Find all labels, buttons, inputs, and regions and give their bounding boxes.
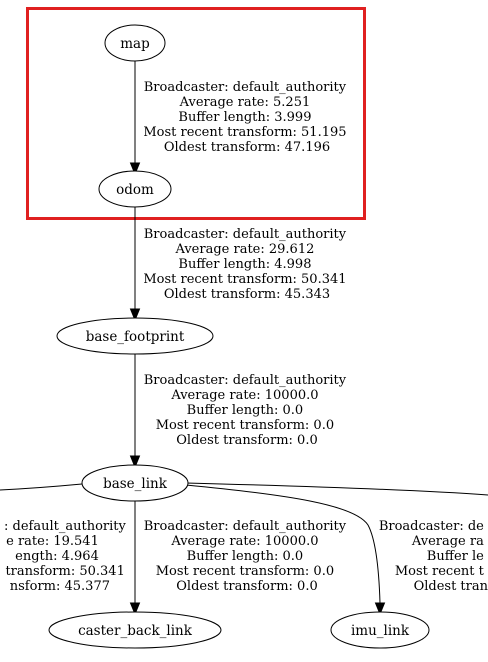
edge-base-link-imu-link bbox=[185, 484, 386, 616]
buffer-length-text: Buffer length: 3.999 bbox=[178, 110, 311, 125]
edge-map-odom bbox=[129, 61, 141, 176]
oldest-transform-text: Oldest transform: 0.0 bbox=[176, 579, 317, 594]
node-label: caster_back_link bbox=[78, 623, 193, 639]
oldest-transform-text: Oldest transform: 45.343 bbox=[164, 287, 330, 302]
edge-label-base-link-left: : default_authority e rate: 19.541 ength… bbox=[4, 519, 130, 594]
arrowhead bbox=[129, 455, 141, 469]
highlight-box bbox=[26, 7, 366, 220]
node-imu-link[interactable]: imu_link bbox=[330, 611, 430, 649]
node-label: map bbox=[120, 36, 150, 52]
edge-odom-base-footprint bbox=[129, 207, 141, 322]
edge-base-link-left bbox=[0, 483, 83, 491]
average-rate-text: Average rate: 10000.0 bbox=[170, 534, 318, 549]
node-label: odom bbox=[116, 182, 154, 198]
average-rate-text: Average rate: 5.251 bbox=[179, 95, 311, 110]
buffer-length-text: Buffer length: 0.0 bbox=[187, 549, 304, 564]
most-recent-transform-text: Most recent t bbox=[395, 564, 485, 579]
oldest-transform-text: Oldest tran bbox=[414, 579, 488, 594]
oldest-transform-text: Oldest transform: 47.196 bbox=[164, 140, 330, 155]
broadcaster-text: Broadcaster: default_authority bbox=[144, 519, 347, 534]
edge-label-base-footprint-base-link: Broadcaster: default_authority Average r… bbox=[144, 373, 350, 448]
average-rate-text: Average ra bbox=[411, 534, 484, 549]
average-rate-text: Average rate: 29.612 bbox=[174, 242, 314, 257]
node-label: base_link bbox=[103, 476, 168, 492]
edge-base-footprint-base-link bbox=[129, 353, 141, 469]
broadcaster-text: Broadcaster: default_authority bbox=[144, 227, 347, 242]
most-recent-transform-text: Most recent transform: 0.0 bbox=[156, 564, 334, 579]
arrowhead bbox=[374, 602, 386, 616]
arrowhead bbox=[129, 308, 141, 322]
broadcaster-text: Broadcaster: default_authority bbox=[144, 80, 347, 95]
buffer-length-text: Buffer length: 4.998 bbox=[178, 257, 311, 272]
buffer-length-text: ength: 4.964 bbox=[15, 549, 99, 564]
node-label: base_footprint bbox=[86, 329, 185, 345]
edge-label-odom-base-footprint: Broadcaster: default_authority Average r… bbox=[143, 227, 350, 302]
average-rate-text: e rate: 19.541 bbox=[6, 534, 99, 549]
node-base-link[interactable]: base_link bbox=[81, 464, 189, 502]
oldest-transform-text: nsform: 45.377 bbox=[10, 579, 110, 594]
most-recent-transform-text: Most recent transform: 0.0 bbox=[156, 418, 334, 433]
most-recent-transform-text: Most recent transform: 50.341 bbox=[143, 272, 346, 287]
buffer-length-text: Buffer le bbox=[427, 549, 484, 564]
edge-label-base-link-imu-link: Broadcaster: de Average ra Buffer le Mos… bbox=[379, 519, 488, 594]
broadcaster-text: : default_authority bbox=[4, 519, 126, 534]
node-odom[interactable]: odom bbox=[98, 170, 172, 208]
node-caster-back-link[interactable]: caster_back_link bbox=[48, 611, 222, 649]
edge-label-base-link-caster-back-link: Broadcaster: default_authority Average r… bbox=[144, 519, 350, 594]
oldest-transform-text: Oldest transform: 0.0 bbox=[176, 433, 317, 448]
most-recent-transform-text: transform: 50.341 bbox=[5, 564, 124, 579]
most-recent-transform-text: Most recent transform: 51.195 bbox=[143, 125, 346, 140]
broadcaster-text: Broadcaster: de bbox=[379, 519, 484, 534]
node-base-footprint[interactable]: base_footprint bbox=[56, 317, 214, 355]
node-label: imu_link bbox=[351, 623, 410, 639]
edge-base-link-caster-back-link bbox=[129, 501, 141, 616]
arrowhead bbox=[129, 602, 141, 616]
arrowhead bbox=[129, 162, 141, 176]
buffer-length-text: Buffer length: 0.0 bbox=[187, 403, 304, 418]
average-rate-text: Average rate: 10000.0 bbox=[170, 388, 318, 403]
edge-label-map-odom: Broadcaster: default_authority Average r… bbox=[143, 80, 350, 155]
node-map[interactable]: map bbox=[104, 24, 166, 62]
edge-base-link-right bbox=[185, 482, 488, 496]
broadcaster-text: Broadcaster: default_authority bbox=[144, 373, 347, 388]
